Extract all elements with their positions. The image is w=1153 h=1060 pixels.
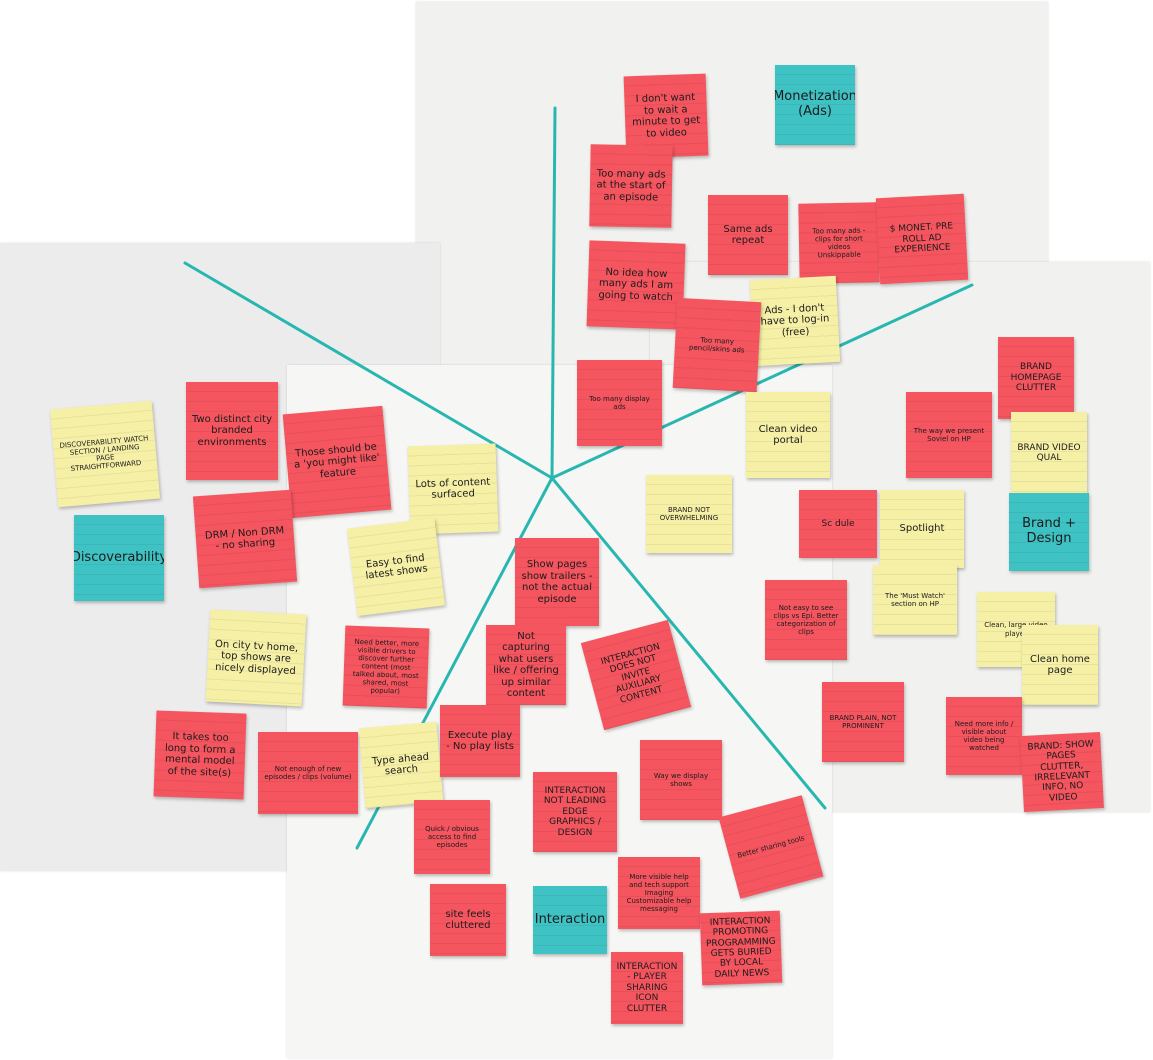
sticky-note-blue: Brand + Design bbox=[1009, 493, 1089, 571]
sticky-note-pink: Way we display shows bbox=[640, 740, 722, 820]
sticky-note-text: Too many pencil/skins ads bbox=[688, 336, 745, 355]
sticky-note-text: Show pages show trailers - not the actua… bbox=[521, 559, 593, 605]
sticky-note-text: DISCOVERABILITY WATCH SECTION / LANDING … bbox=[59, 434, 149, 474]
sticky-note-yellow: Clean video portal bbox=[746, 392, 830, 478]
sticky-note-text: On city tv home, top shows are nicely di… bbox=[214, 638, 299, 677]
sticky-note-text: INTERACTION DOES NOT INVITE AUXILIARY CO… bbox=[599, 642, 664, 706]
sticky-note-text: Not easy to see clips vs Epi. Better cat… bbox=[773, 603, 839, 637]
sticky-note-pink: Too many display ads bbox=[577, 360, 662, 446]
sticky-note-text: Monetization (Ads) bbox=[775, 89, 855, 119]
sticky-note-pink: Quick / obvious access to find episodes bbox=[414, 800, 490, 874]
sticky-note-text: Easy to find latest shows bbox=[365, 551, 429, 582]
sticky-note-text: Discoverability bbox=[74, 549, 164, 565]
sticky-note-text: Two distinct city branded environments bbox=[192, 413, 273, 448]
sticky-note-yellow: DISCOVERABILITY WATCH SECTION / LANDING … bbox=[49, 400, 161, 508]
sticky-note-yellow: Easy to find latest shows bbox=[346, 517, 446, 617]
sticky-note-text: Better sharing tools bbox=[736, 834, 806, 860]
sticky-note-pink: site feels cluttered bbox=[430, 884, 506, 956]
sticky-note-text: Too many ads at the start of an episode bbox=[596, 168, 666, 204]
sticky-note-text: BRAND NOT OVERWHELMING bbox=[659, 505, 719, 522]
sticky-note-text: Sc dule bbox=[821, 518, 855, 529]
sticky-note-text: Execute play - No play lists bbox=[446, 729, 514, 753]
sticky-note-text: INTERACTION NOT LEADING EDGE GRAPHICS / … bbox=[543, 786, 607, 838]
sticky-note-text: Quick / obvious access to find episodes bbox=[425, 824, 479, 850]
sticky-note-text: Same ads repeat bbox=[723, 223, 773, 247]
sticky-note-pink: No idea how many ads I am going to watch bbox=[586, 240, 686, 330]
sticky-note-text: Ads - I don't have to log-in (free) bbox=[760, 302, 830, 339]
sticky-note-pink: The way we present Soviel on HP bbox=[906, 392, 992, 478]
sticky-note-blue: Interaction bbox=[533, 886, 607, 954]
sticky-note-text: Spotlight bbox=[899, 523, 945, 535]
sticky-note-pink: Need more info / visible about video bei… bbox=[946, 697, 1022, 775]
sticky-note-pink: More visible help and tech support Imagi… bbox=[618, 857, 700, 929]
sticky-note-pink: BRAND HOMEPAGE CLUTTER bbox=[998, 337, 1074, 419]
sticky-note-pink: Need better, more visible drivers to dis… bbox=[342, 625, 430, 709]
sticky-note-text: BRAND PLAIN, NOT PROMINENT bbox=[829, 713, 897, 730]
sticky-note-pink: INTERACTION PROMOTING PROGRAMMING GETS B… bbox=[699, 910, 783, 986]
sticky-note-pink: Too many pencil/skins ads bbox=[672, 297, 762, 393]
sticky-note-text: It takes too long to form a mental model… bbox=[164, 731, 236, 779]
sticky-note-text: Way we display shows bbox=[653, 771, 709, 788]
sticky-note-yellow: Ads - I don't have to log-in (free) bbox=[749, 275, 841, 367]
sticky-note-text: More visible help and tech support Imagi… bbox=[626, 872, 692, 914]
sticky-note-text: INTERACTION - PLAYER SHARING ICON CLUTTE… bbox=[616, 962, 678, 1014]
sticky-note-pink: BRAND PLAIN, NOT PROMINENT bbox=[822, 682, 904, 762]
sticky-note-yellow: The 'Must Watch' section on HP bbox=[873, 565, 957, 635]
sticky-note-blue: Monetization (Ads) bbox=[775, 65, 855, 145]
sticky-note-pink: It takes too long to form a mental model… bbox=[153, 710, 247, 800]
sticky-note-text: DRM / Non DRM - no sharing bbox=[204, 524, 285, 553]
sticky-note-yellow: Clean home page bbox=[1022, 625, 1098, 705]
sticky-note-text: The 'Must Watch' section on HP bbox=[885, 591, 945, 608]
sticky-note-text: Clean, large video player bbox=[984, 621, 1048, 638]
sticky-note-text: The way we present Soviel on HP bbox=[913, 426, 985, 443]
sticky-note-pink: INTERACTION - PLAYER SHARING ICON CLUTTE… bbox=[611, 952, 683, 1024]
sticky-note-text: Brand + Design bbox=[1022, 516, 1076, 546]
sticky-note-text: Type ahead search bbox=[371, 751, 430, 778]
sticky-note-text: site feels cluttered bbox=[445, 908, 491, 932]
sticky-note-yellow: Spotlight bbox=[880, 490, 964, 568]
sticky-note-pink: Show pages show trailers - not the actua… bbox=[515, 538, 599, 626]
sticky-note-text: Not capturing what users like / offering… bbox=[493, 630, 559, 700]
sticky-note-text: BRAND VIDEO QUAL bbox=[1017, 442, 1081, 463]
sticky-note-pink: Not easy to see clips vs Epi. Better cat… bbox=[765, 580, 847, 660]
sticky-note-text: Clean home page bbox=[1030, 653, 1090, 677]
sticky-note-pink: Two distinct city branded environments bbox=[186, 382, 278, 480]
sticky-note-text: I don't want to wait a minute to get to … bbox=[631, 91, 701, 140]
sticky-note-yellow: BRAND NOT OVERWHELMING bbox=[646, 475, 732, 553]
sticky-note-pink: Too many ads - clips for short videos Un… bbox=[798, 202, 880, 284]
sticky-note-text: $ MONET. PRE ROLL AD EXPERIENCE bbox=[889, 221, 954, 256]
sticky-note-pink: Too many ads at the start of an episode bbox=[589, 144, 673, 228]
sticky-note-yellow: Type ahead search bbox=[358, 721, 444, 809]
sticky-note-pink: BRAND: SHOW PAGES CLUTTER, IRRELEVANT IN… bbox=[1020, 731, 1104, 813]
sticky-note-text: Too many ads - clips for short videos Un… bbox=[812, 226, 866, 260]
sticky-note-text: Not enough of new episodes / clips (volu… bbox=[264, 764, 352, 781]
sticky-note-text: No idea how many ads I am going to watch bbox=[598, 266, 674, 304]
sticky-note-text: INTERACTION PROMOTING PROGRAMMING GETS B… bbox=[705, 915, 776, 980]
sticky-note-pink: INTERACTION NOT LEADING EDGE GRAPHICS / … bbox=[533, 772, 617, 852]
sticky-note-text: Clean video portal bbox=[758, 423, 818, 447]
sticky-note-text: Need better, more visible drivers to dis… bbox=[352, 637, 420, 696]
sticky-note-text: BRAND HOMEPAGE CLUTTER bbox=[1010, 362, 1062, 394]
sticky-note-yellow: BRAND VIDEO QUAL bbox=[1011, 412, 1087, 494]
sticky-note-pink: Execute play - No play lists bbox=[440, 705, 520, 777]
sticky-note-text: Interaction bbox=[534, 911, 606, 927]
sticky-note-text: BRAND: SHOW PAGES CLUTTER, IRRELEVANT IN… bbox=[1027, 739, 1094, 804]
sticky-note-text: Those should be a 'you might like' featu… bbox=[293, 441, 381, 481]
sticky-note-yellow: On city tv home, top shows are nicely di… bbox=[205, 609, 307, 707]
sticky-note-pink: Not capturing what users like / offering… bbox=[486, 625, 566, 705]
sticky-note-pink: Not enough of new episodes / clips (volu… bbox=[258, 732, 358, 814]
sticky-note-pink: DRM / Non DRM - no sharing bbox=[192, 489, 298, 589]
sticky-note-pink: Those should be a 'you might like' featu… bbox=[282, 405, 392, 519]
sticky-note-blue: Discoverability bbox=[74, 515, 164, 601]
sticky-note-text: Need more info / visible about video bei… bbox=[954, 719, 1014, 753]
sticky-note-pink: $ MONET. PRE ROLL AD EXPERIENCE bbox=[875, 193, 969, 285]
sticky-note-text: Too many display ads bbox=[589, 394, 650, 411]
sticky-note-pink: Sc dule bbox=[799, 490, 877, 558]
sticky-note-pink: Same ads repeat bbox=[708, 195, 788, 275]
sticky-note-text: Lots of content surfaced bbox=[415, 476, 491, 501]
